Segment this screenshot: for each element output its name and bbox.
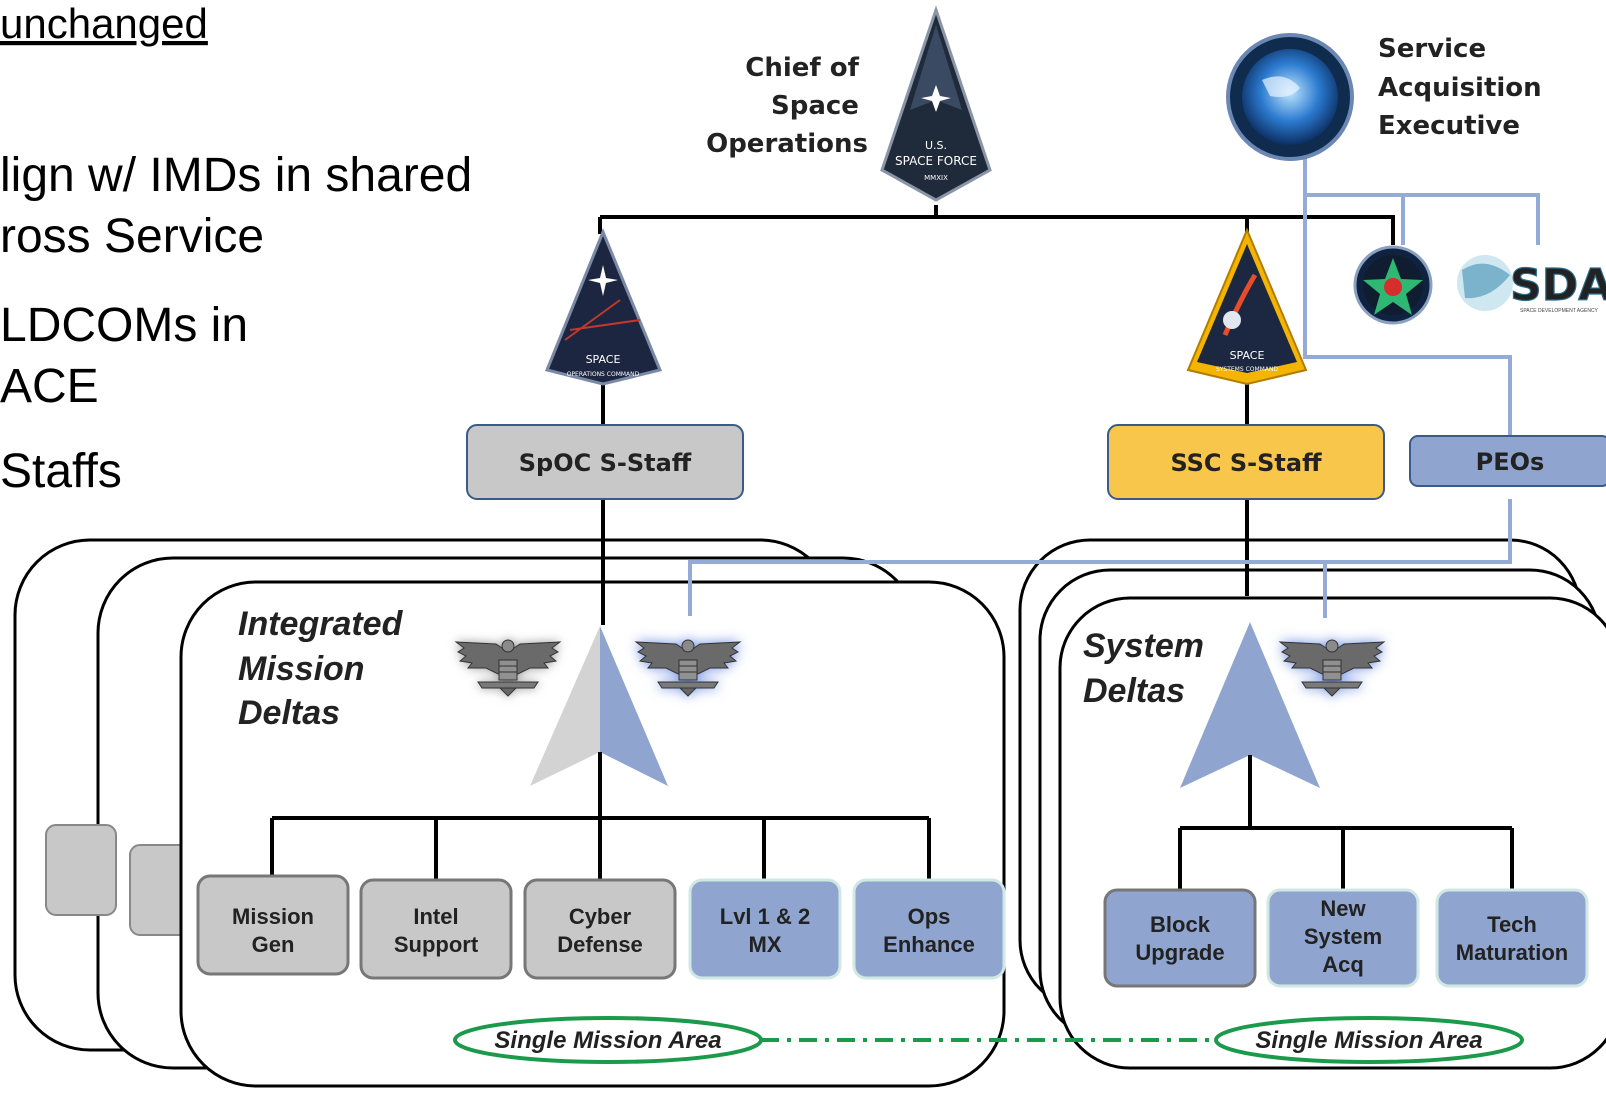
imd-branch-lines xyxy=(270,818,931,880)
bullet-line-3: LDCOMs in xyxy=(0,299,248,352)
imd-title: Integrated Mission Deltas xyxy=(238,605,412,732)
sysd-single-mission-area: Single Mission Area xyxy=(1214,1016,1524,1064)
ussf-emblem-icon: U.S. SPACE FORCE MMXIX xyxy=(880,5,992,202)
bullet-line-4: ACE xyxy=(0,360,99,413)
sae-seal-icon xyxy=(1226,33,1354,161)
sysd-branch-lines xyxy=(1178,828,1514,890)
cso-label: Chief of Space Operations xyxy=(706,53,868,159)
svg-text:SPACE: SPACE xyxy=(1230,349,1265,362)
svg-text:SPACE: SPACE xyxy=(586,353,621,366)
svg-text:Lvl 1 & 2MX: Lvl 1 & 2MX xyxy=(720,904,810,957)
svg-text:Single Mission Area: Single Mission Area xyxy=(1255,1027,1482,1054)
svg-text:MMXIX: MMXIX xyxy=(924,174,948,182)
back-card-box xyxy=(45,824,117,916)
peos-box: PEOs xyxy=(1409,435,1606,487)
sda-logo-icon: SDA SPACE DEVELOPMENT AGENCY xyxy=(1457,255,1606,314)
svg-text:PEOs: PEOs xyxy=(1476,448,1545,476)
bullet-line-5: Staffs xyxy=(0,445,122,498)
acq-org-badge-icon xyxy=(1353,245,1433,325)
svg-text:U.S.: U.S. xyxy=(925,139,947,152)
sae-label: Service Acquisition Executive xyxy=(1378,34,1551,141)
svg-text:SPACE FORCE: SPACE FORCE xyxy=(895,154,977,168)
svg-text:SPACE DEVELOPMENT AGENCY: SPACE DEVELOPMENT AGENCY xyxy=(1520,308,1599,314)
spoc-emblem-icon: SPACE OPERATIONS COMMAND xyxy=(544,228,663,386)
ssc-emblem-icon: SPACE SYSTEMS COMMAND xyxy=(1186,227,1308,386)
imd-single-mission-area: Single Mission Area xyxy=(453,1016,763,1064)
svg-text:OPERATIONS COMMAND: OPERATIONS COMMAND xyxy=(567,371,640,378)
sysd-title: System Deltas xyxy=(1083,627,1213,710)
ssc-s-staff-box: SSC S-Staff xyxy=(1107,424,1385,500)
slide-title-fragment: unchanged xyxy=(0,0,208,47)
bullet-line-2: ross Service xyxy=(0,210,264,263)
imd-delta-arrow-icon xyxy=(530,626,668,786)
spoc-s-staff-box: SpOC S-Staff xyxy=(466,424,744,500)
bullet-line-1: lign w/ IMDs in shared xyxy=(0,149,472,202)
acquisition-chain-lines xyxy=(688,147,1540,618)
svg-text:SSC S-Staff: SSC S-Staff xyxy=(1170,449,1322,477)
svg-text:SYSTEMS COMMAND: SYSTEMS COMMAND xyxy=(1216,366,1278,373)
svg-text:SDA: SDA xyxy=(1510,260,1606,311)
sysd-delta-arrow-icon xyxy=(1180,622,1320,788)
svg-text:SpOC S-Staff: SpOC S-Staff xyxy=(519,449,692,477)
svg-text:Single Mission Area: Single Mission Area xyxy=(494,1027,721,1054)
